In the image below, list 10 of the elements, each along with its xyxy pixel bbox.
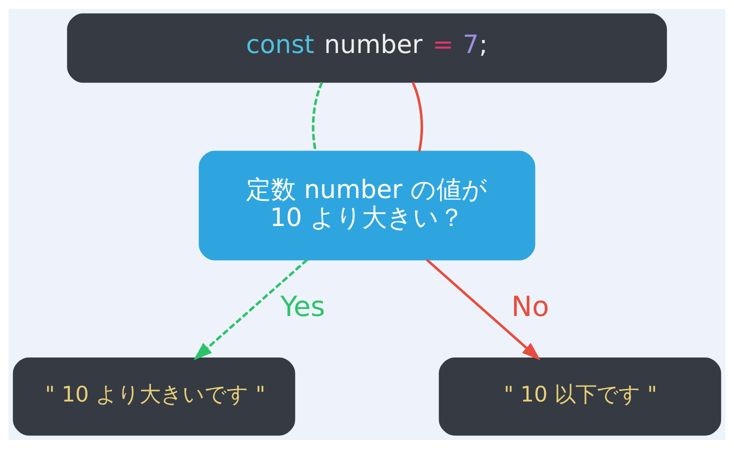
node-box: " 10 以下です " (438, 357, 722, 436)
connector (312, 82, 324, 152)
node-box: " 10 より大きいです " (12, 357, 296, 436)
node-box: 定数 number の値が 10 より大きい？ (198, 150, 536, 260)
edge-label: No (511, 290, 550, 323)
arrow (193, 258, 308, 360)
edge-label: Yes (280, 290, 326, 323)
node-box: const number = 7; (67, 13, 667, 83)
connector (412, 82, 424, 152)
arrow (426, 258, 541, 360)
